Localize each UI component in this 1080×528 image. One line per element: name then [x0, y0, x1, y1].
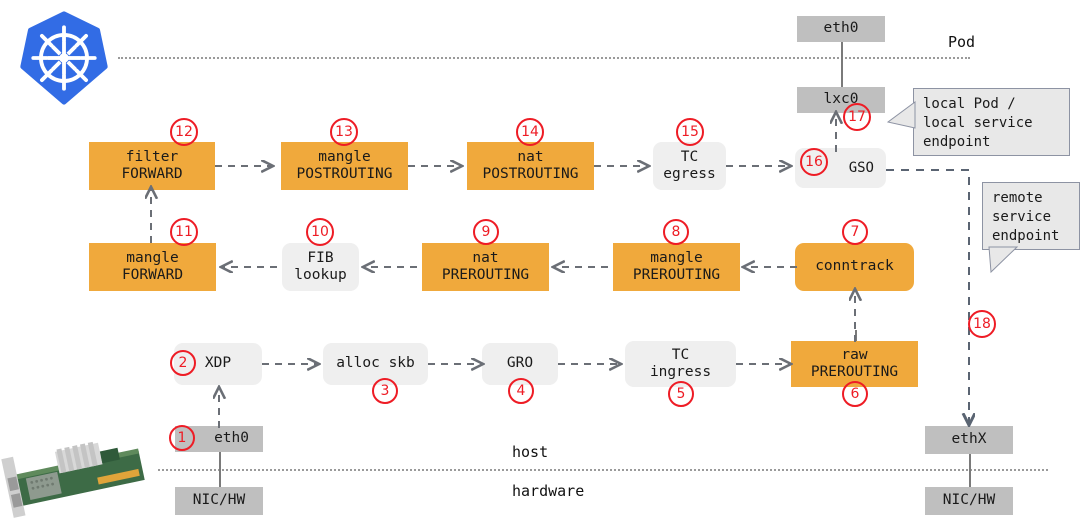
node-label: NIC/HW	[942, 492, 996, 509]
node-mangle-postrouting[interactable]: mangle POSTROUTING	[281, 142, 408, 190]
node-label-line1: TC	[671, 346, 690, 363]
node-label: eth0	[823, 20, 859, 37]
step-number-11: 11	[170, 218, 198, 246]
node-label-line1: nat	[517, 148, 544, 165]
callout-remote-endpoint: remote service endpoint	[982, 182, 1080, 250]
host-hardware-divider	[158, 469, 1048, 471]
connector-eth0-lxc0	[841, 42, 843, 87]
pod-zone-divider	[118, 57, 970, 59]
step-number-9: 9	[473, 219, 499, 245]
host-zone-label: host	[512, 443, 549, 461]
kubernetes-logo	[16, 10, 112, 106]
step-number-3: 3	[372, 378, 398, 404]
node-conntrack[interactable]: conntrack	[795, 243, 914, 291]
callout-local-endpoint: local Pod / local service endpoint	[913, 88, 1070, 156]
node-label: conntrack	[815, 258, 894, 275]
node-label: lxc0	[823, 91, 859, 108]
node-label: ethX	[951, 431, 987, 448]
node-label-line2: POSTROUTING	[482, 166, 579, 182]
nic-card-photo	[0, 424, 152, 524]
node-label: NIC/HW	[192, 492, 246, 509]
node-label-line1: filter	[125, 148, 179, 165]
node-tc-egress[interactable]: TC egress	[653, 142, 726, 190]
node-nic-hw-left[interactable]: NIC/HW	[175, 487, 263, 515]
callout-remote-endpoint-tail	[985, 246, 1025, 284]
step-number-4: 4	[508, 378, 534, 404]
node-label-line2: POSTROUTING	[296, 166, 393, 182]
node-label-line2: PREROUTING	[441, 267, 530, 283]
callout-local-endpoint-tail	[886, 100, 917, 148]
node-nic-hw-right[interactable]: NIC/HW	[925, 487, 1013, 515]
node-nat-postrouting[interactable]: nat POSTROUTING	[467, 142, 594, 190]
node-tc-ingress[interactable]: TC ingress	[625, 341, 736, 387]
step-number-16: 16	[800, 148, 828, 176]
step-number-15: 15	[676, 118, 704, 146]
node-eth0-pod[interactable]: eth0	[797, 16, 885, 42]
step-number-6: 6	[842, 381, 868, 407]
node-label: eth0	[214, 430, 249, 447]
node-label-line1: mangle	[126, 249, 179, 266]
node-mangle-prerouting[interactable]: mangle PREROUTING	[613, 243, 740, 291]
node-ethx[interactable]: ethX	[925, 426, 1013, 454]
node-label-line2: PREROUTING	[810, 364, 899, 380]
node-alloc-skb[interactable]: alloc skb	[323, 343, 428, 385]
node-nat-prerouting[interactable]: nat PREROUTING	[422, 243, 549, 291]
node-label: GRO	[506, 355, 534, 372]
node-label-line2: FORWARD	[121, 267, 184, 283]
node-lxc0[interactable]: lxc0	[797, 87, 885, 113]
node-label-line1: mangle	[318, 148, 371, 165]
node-filter-forward[interactable]: filter FORWARD	[89, 142, 215, 190]
step-number-12: 12	[170, 118, 198, 146]
step-number-13: 13	[330, 118, 358, 146]
node-label-line2: lookup	[294, 267, 347, 283]
connector-eth0host-nic	[219, 443, 221, 487]
step-number-14: 14	[516, 118, 544, 146]
step-number-7: 7	[842, 219, 868, 245]
connector-raw-conntrack-stub	[855, 330, 857, 342]
hardware-zone-label: hardware	[512, 482, 585, 500]
node-label: XDP	[204, 355, 232, 372]
node-mangle-forward[interactable]: mangle FORWARD	[89, 243, 216, 291]
node-label-line1: nat	[472, 249, 499, 266]
node-label-line1: FIB	[307, 249, 334, 266]
node-label-line1: raw	[841, 346, 868, 363]
node-label-line1: mangle	[650, 249, 703, 266]
step-number-5: 5	[668, 381, 694, 407]
step-number-1: 1	[169, 425, 195, 451]
step-number-8: 8	[663, 219, 689, 245]
node-label-line2: egress	[663, 166, 716, 182]
pod-zone-label: Pod	[948, 33, 976, 51]
connector-ethx-nic	[969, 443, 971, 487]
node-label-line2: ingress	[649, 364, 712, 380]
node-label-line1: TC	[680, 148, 699, 165]
node-label: GSO	[848, 159, 874, 176]
step-number-2: 2	[170, 350, 196, 376]
node-label: alloc skb	[336, 355, 415, 372]
node-fib-lookup[interactable]: FIB lookup	[282, 243, 359, 291]
step-number-18: 18	[968, 310, 996, 338]
step-number-10: 10	[306, 218, 334, 246]
node-label-line2: PREROUTING	[632, 267, 721, 283]
step-number-17: 17	[843, 103, 871, 131]
node-label-line2: FORWARD	[121, 166, 183, 182]
